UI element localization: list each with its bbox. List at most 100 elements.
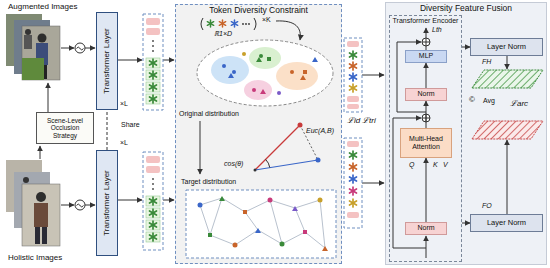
flow-arrows — [362, 75, 384, 76]
token-set — [201, 18, 203, 30]
token-column — [146, 156, 160, 163]
panel-fill — [385, 2, 547, 265]
token-set — [245, 23, 247, 25]
token-column — [146, 82, 160, 92]
original-distribution — [252, 88, 256, 92]
token-column — [146, 28, 160, 35]
target-distribution — [295, 208, 305, 232]
dimension-label: ℝ1×D — [214, 30, 232, 38]
holistic-photos — [22, 183, 30, 184]
flow-arrows — [48, 83, 49, 112]
target-distribution — [282, 232, 305, 244]
token-column — [150, 197, 157, 205]
norm-box: Norm — [405, 88, 447, 101]
box-label: Transformer Layer — [103, 170, 112, 236]
target-distribution — [305, 232, 325, 248]
box-label: Multi-Head Attention — [401, 135, 451, 151]
original-distribution — [259, 54, 263, 58]
holistic-photos — [42, 227, 47, 244]
original-distribution — [277, 91, 281, 95]
loss-label: ℒtri — [362, 117, 376, 126]
feature-label: FH — [482, 58, 491, 66]
target-distribution — [200, 205, 210, 235]
embedding-symbol — [77, 47, 84, 50]
target-distribution — [210, 198, 222, 235]
flow-arrows — [40, 146, 41, 159]
target-distribution — [270, 200, 282, 244]
token-column — [146, 208, 160, 218]
token-column — [150, 71, 157, 79]
holistic-photos — [22, 184, 60, 246]
token-column — [146, 220, 160, 230]
original-distribution — [312, 57, 318, 62]
target-distribution — [255, 228, 261, 233]
original-distribution — [222, 64, 226, 68]
repeat-count: ×L — [120, 100, 128, 108]
output-token-column — [347, 104, 359, 109]
output-token-column — [347, 212, 359, 218]
loss-label: ℒarc — [510, 100, 528, 109]
panel-title: Transformer Encoder — [391, 17, 461, 25]
target-distribution — [320, 200, 325, 248]
flow-arrows — [61, 205, 74, 206]
original-distribution — [256, 57, 262, 62]
connector — [462, 47, 470, 48]
token-column — [146, 232, 160, 242]
token-set — [242, 23, 244, 25]
original-distribution — [200, 121, 201, 174]
connector — [107, 110, 108, 150]
original-distribution — [290, 70, 294, 74]
box-label: Transformer Layer — [103, 28, 112, 94]
operation-label: Avg — [483, 97, 495, 105]
target-distribution — [322, 246, 328, 251]
embedding-symbol — [75, 43, 85, 53]
original-distribution — [300, 75, 306, 80]
output-token-column — [347, 141, 359, 147]
encoder-wiring — [426, 28, 427, 38]
token-column — [152, 40, 154, 42]
original-distribution — [228, 73, 234, 78]
output-token-column — [350, 151, 357, 159]
panel-fill — [175, 2, 547, 265]
target-distribution — [186, 190, 336, 258]
output-token-column — [350, 62, 357, 70]
token-column — [146, 18, 160, 25]
target-distribution — [268, 198, 273, 203]
distance-label: Euc(A,B) — [306, 127, 334, 135]
attention-box: Multi-Head Attention — [400, 128, 452, 158]
token-column — [146, 196, 160, 206]
output-token-column — [347, 96, 359, 102]
original-distribution — [197, 40, 333, 174]
holistic-photos — [34, 203, 48, 227]
distribution-label: Original distribution — [179, 110, 239, 118]
box-label: Layer Norm — [485, 219, 528, 228]
token-column — [146, 94, 160, 104]
edge-label: Share — [121, 121, 140, 129]
original-distribution — [211, 56, 249, 84]
token-set — [276, 21, 300, 40]
output-token-column — [344, 38, 362, 228]
distance-sketch — [254, 169, 257, 172]
target-distribution — [219, 196, 225, 201]
augmented-photos — [24, 35, 32, 49]
transformer-layer-box: Transformer Layer — [96, 150, 118, 256]
flow-arrows — [118, 200, 142, 201]
fused-features — [507, 140, 508, 214]
embedding-symbol — [77, 204, 84, 207]
token-column — [146, 58, 160, 68]
token-column — [146, 70, 160, 80]
original-distribution — [303, 70, 307, 74]
encoder-wiring — [426, 236, 427, 258]
target-distribution — [270, 200, 295, 208]
token-column — [143, 14, 163, 110]
target-distribution — [243, 210, 247, 214]
target-distribution — [198, 203, 203, 208]
target-distribution — [208, 233, 212, 237]
original-distribution — [197, 40, 333, 106]
target-distribution — [233, 243, 238, 248]
token-set — [248, 23, 250, 25]
token-column — [152, 183, 154, 185]
original-distribution — [249, 47, 281, 69]
distance-sketch — [255, 125, 300, 170]
